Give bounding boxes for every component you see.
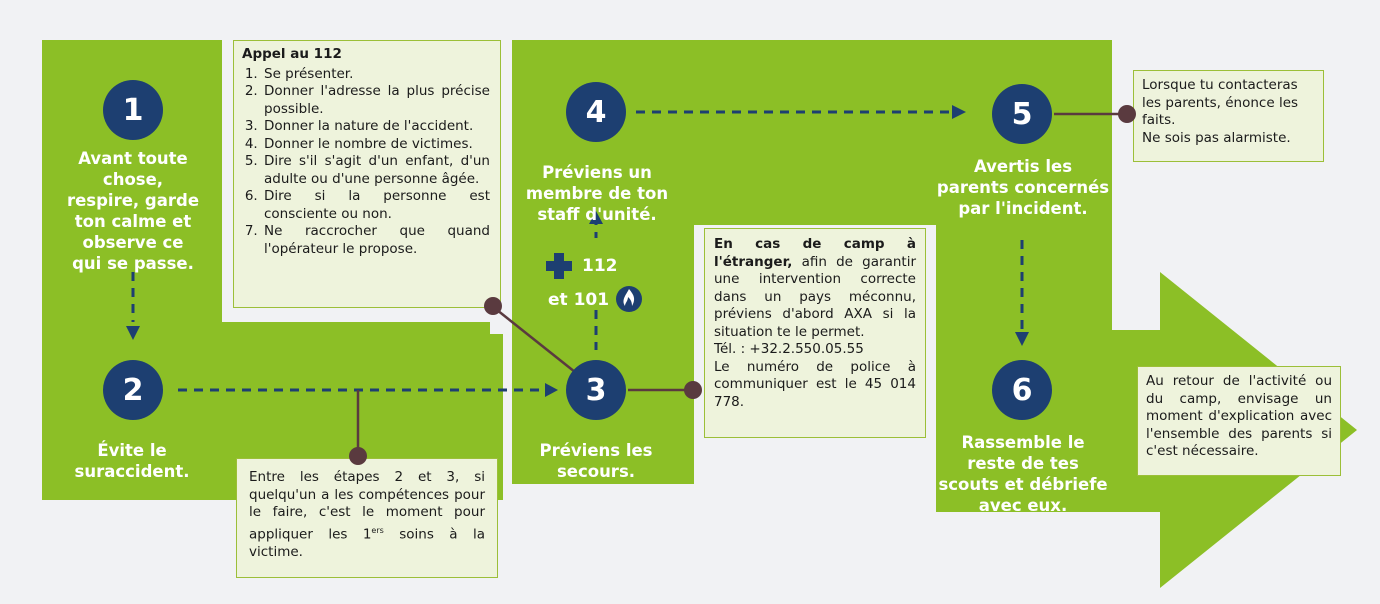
abroad-body: afin de garantir une intervention correc…: [714, 253, 916, 340]
step-5-label: Avertis les parents concernés par l'inci…: [936, 157, 1110, 218]
arrowhead-5: [952, 105, 966, 119]
arrowhead-6: [1015, 332, 1029, 346]
abroad-text: En cas de camp à l'étranger, afin de gar…: [714, 236, 916, 341]
debrief-box: Au retour de l'activité ou du camp, envi…: [1137, 366, 1341, 476]
parents-line-2: Ne sois pas alarmiste.: [1142, 129, 1291, 146]
abroad-bold: En cas de camp à l'étranger,: [714, 236, 916, 270]
emergency-number-101: et 101: [548, 290, 610, 310]
medical-cross-icon: [546, 253, 572, 279]
abroad-police: Le numéro de police à communiquer est le…: [714, 358, 916, 410]
debrief-text: Au retour de l'activité ou du camp, envi…: [1146, 373, 1332, 459]
call-112-title: Appel au 112: [242, 46, 342, 62]
parents-box: Lorsque tu contacteras les parents, énon…: [1133, 70, 1324, 162]
first-aid-text-end: soins à la victime.: [249, 526, 486, 560]
list-item: Donner la nature de l'accident.: [262, 118, 490, 136]
step-5-number: 5: [992, 84, 1052, 144]
list-item: Ne raccrocher que quand l'opérateur le p…: [262, 223, 490, 258]
first-aid-box: Entre les étapes 2 et 3, si quelqu'un a …: [236, 458, 498, 578]
step-1-number: 1: [103, 80, 163, 140]
green-panel-middle: [512, 40, 1112, 512]
list-item: Dire si la personne est consciente ou no…: [262, 188, 490, 223]
arrowhead-2: [126, 326, 140, 340]
connector-dot-parents: [1118, 105, 1136, 123]
first-aid-sup: ers: [371, 525, 384, 535]
parents-line-1: Lorsque tu contacteras les parents, énon…: [1142, 77, 1299, 128]
call-112-box: Appel au 112 Se présenter. Donner l'adre…: [233, 40, 501, 308]
step-6-label: Rassemble le reste de tes scouts et débr…: [938, 433, 1108, 515]
list-item: Se présenter.: [262, 66, 490, 84]
connector-dot-first-aid: [349, 447, 367, 465]
step-2-label: Évite le suraccident.: [74, 441, 190, 481]
emergency-number-112: 112: [582, 256, 618, 276]
step-3-number: 3: [566, 360, 626, 420]
arrowhead-4: [589, 211, 603, 224]
first-aid-text: Entre les étapes 2 et 3, si quelqu'un a …: [249, 469, 485, 542]
step-2-number: 2: [103, 360, 163, 420]
abroad-phone: Tél. : +32.2.550.05.55: [714, 341, 864, 357]
call-112-list: Se présenter. Donner l'adresse la plus p…: [242, 66, 490, 259]
police-flame-icon: [616, 286, 642, 312]
list-item: Donner le nombre de victimes.: [262, 136, 490, 154]
list-item: Dire s'il s'agit d'un enfant, d'un adult…: [262, 153, 490, 188]
step-1-label: Avant toute chose, respire, garde ton ca…: [66, 149, 200, 273]
connector-call-box: [491, 305, 581, 377]
step-6-number: 6: [992, 360, 1052, 420]
connector-dot-call-box: [484, 297, 502, 315]
connector-dot-abroad: [684, 381, 702, 399]
list-item: Donner l'adresse la plus précise possibl…: [262, 83, 490, 118]
step-4-label: Préviens un membre de ton staff d'unité.: [525, 163, 669, 224]
arrowhead-3: [545, 383, 558, 397]
step-4-number: 4: [566, 82, 626, 142]
abroad-box: En cas de camp à l'étranger, afin de gar…: [704, 228, 926, 438]
step-3-label: Préviens les secours.: [539, 441, 653, 481]
